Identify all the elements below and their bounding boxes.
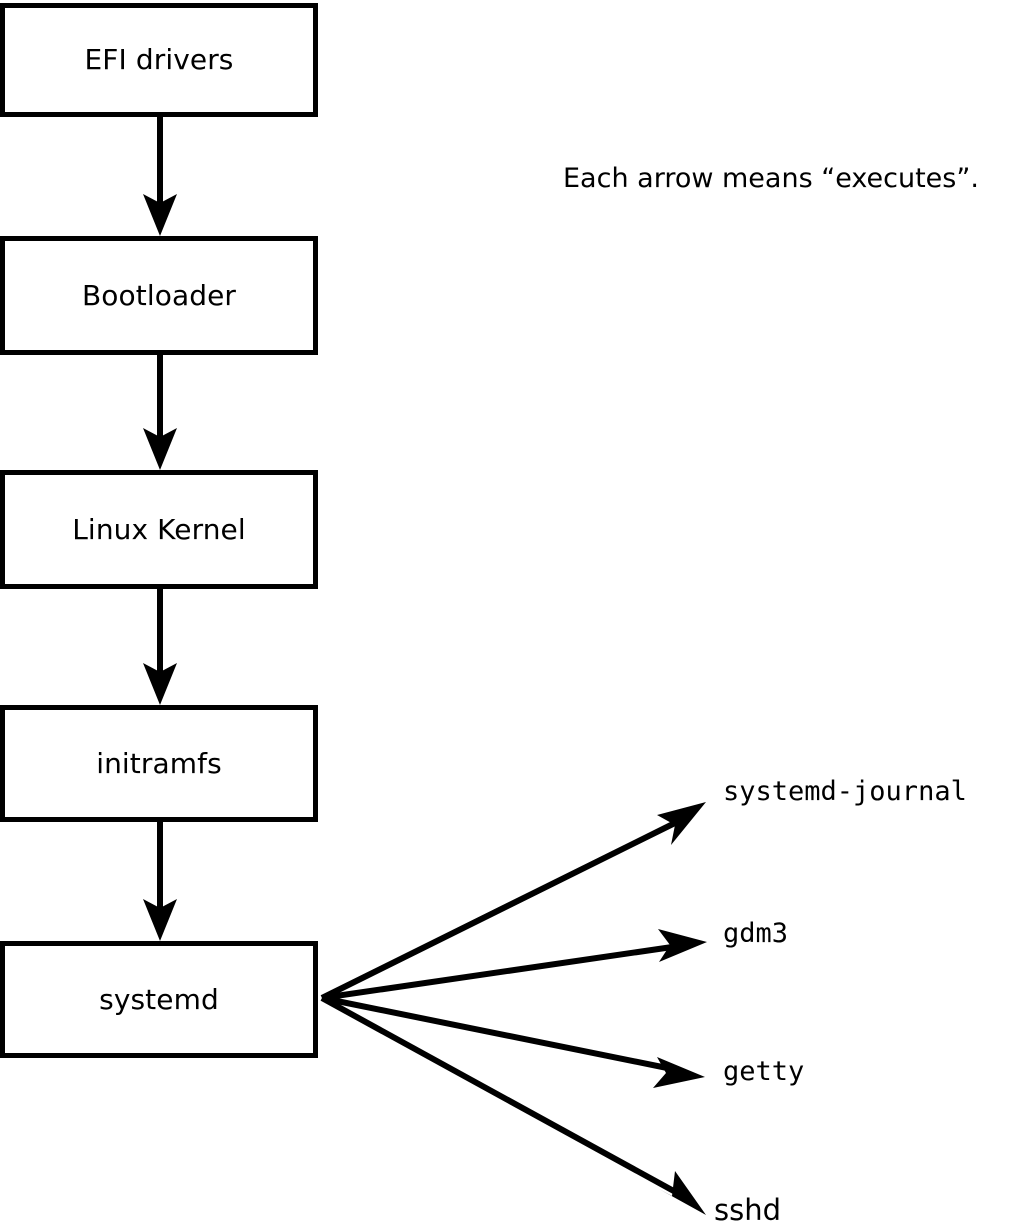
- stage-box-label: Bootloader: [81, 278, 237, 312]
- stage-box-initramfs[interactable]: initramfs: [0, 705, 318, 822]
- chain-arrow-bootloader-to-kernel: [143, 355, 177, 470]
- fanout-arrow-sshd: [320, 995, 706, 1215]
- stage-box-label: systemd: [99, 982, 219, 1016]
- leaf-label-sshd: sshd: [714, 1193, 782, 1227]
- chain-arrow-initramfs-to-systemd: [143, 822, 177, 941]
- stage-box-label: EFI drivers: [84, 43, 234, 76]
- stage-box-label: initramfs: [96, 746, 222, 780]
- stage-box-efi-drivers[interactable]: EFI drivers: [0, 3, 318, 117]
- legend-caption: Each arrow means “executes”.: [563, 163, 979, 194]
- leaf-label-systemd-journal: systemd-journal: [723, 776, 967, 807]
- stage-box-bootloader[interactable]: Bootloader: [0, 236, 318, 355]
- leaf-label-getty: getty: [723, 1056, 805, 1087]
- stage-box-linux-kernel[interactable]: Linux Kernel: [0, 470, 318, 589]
- chain-arrow-kernel-to-initramfs: [143, 589, 177, 705]
- stage-box-systemd[interactable]: systemd: [0, 941, 318, 1058]
- stage-box-label: Linux Kernel: [72, 512, 246, 546]
- chain-arrow-efi-to-bootloader: [143, 117, 177, 236]
- fanout-arrow-getty: [321, 995, 705, 1088]
- leaf-label-gdm3: gdm3: [723, 918, 789, 949]
- fanout-arrow-gdm3: [321, 929, 707, 1001]
- fanout-arrow-systemd-journal: [320, 802, 706, 1001]
